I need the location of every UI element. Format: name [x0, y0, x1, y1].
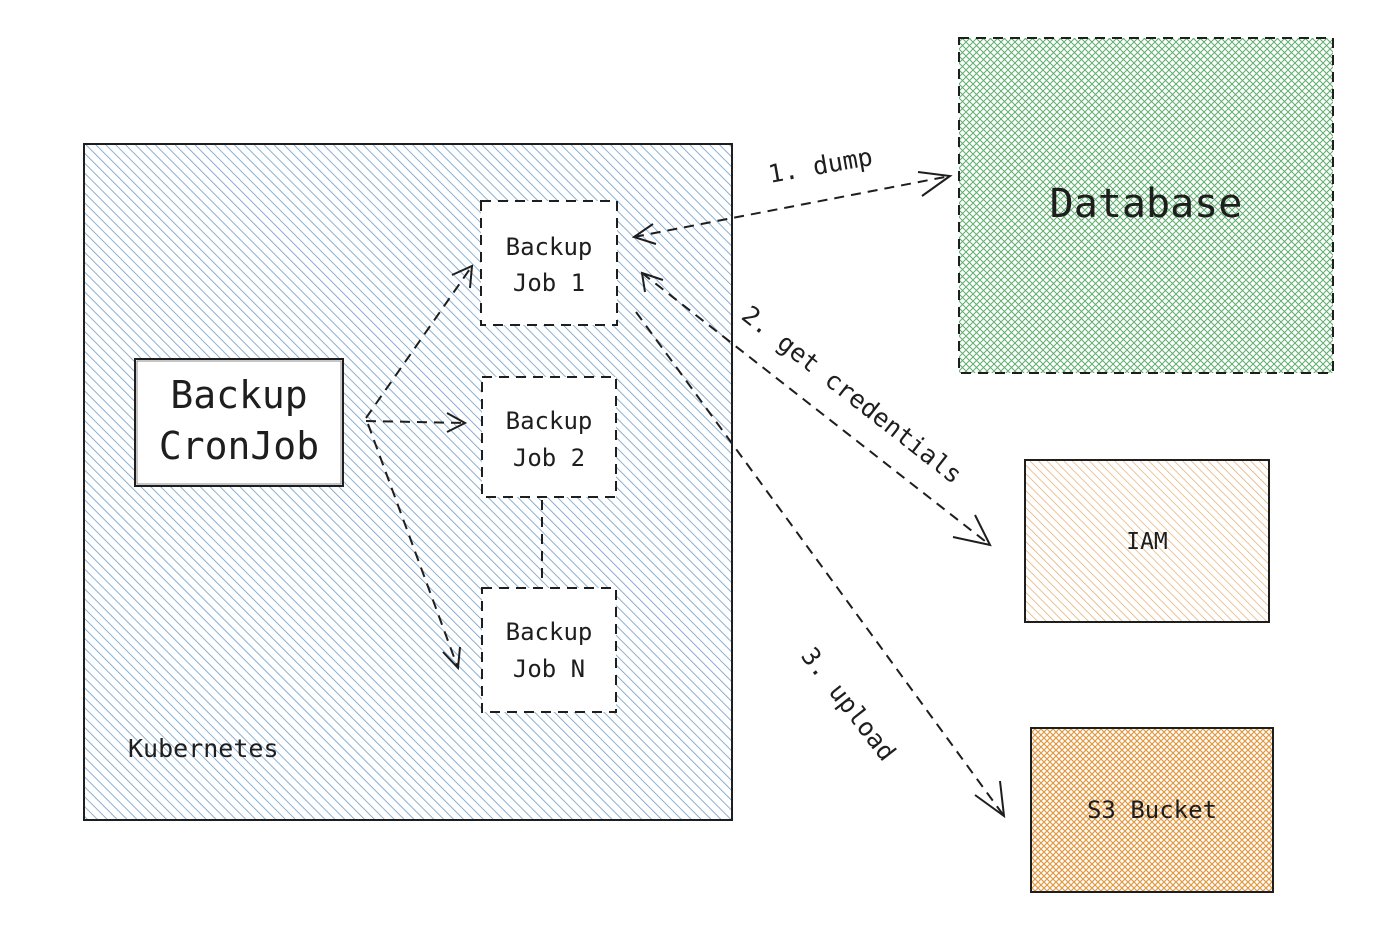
backup-job-2-node: Backup Job 2 — [481, 376, 617, 498]
job-2-label-line2: Job 2 — [513, 444, 585, 472]
backup-job-n-node: Backup Job N — [481, 587, 617, 713]
database-label: Database — [1050, 181, 1243, 227]
job-1-label-line1: Backup — [506, 233, 593, 261]
job-n-label-line1: Backup — [506, 618, 593, 646]
s3-bucket-label: S3 Bucket — [1087, 796, 1217, 824]
iam-node: IAM — [1024, 459, 1270, 623]
kubernetes-label: Kubernetes — [128, 734, 279, 763]
edge-dump-label: 1. dump — [766, 142, 875, 189]
job-1-label-line2: Job 1 — [513, 269, 585, 297]
arrow-cronjob-to-job-n — [367, 423, 459, 669]
s3-bucket-node: S3 Bucket — [1030, 727, 1274, 893]
database-node: Database — [958, 37, 1334, 374]
cronjob-label-line2: CronJob — [159, 424, 319, 468]
edge-credentials-label: 2. get credentials — [736, 300, 967, 490]
job-2-label-line1: Backup — [506, 407, 593, 435]
job-n-label-line2: Job N — [513, 655, 585, 683]
backup-job-1-node: Backup Job 1 — [480, 200, 618, 326]
cronjob-to-jobs-arrows — [365, 264, 474, 671]
cronjob-label-line1: Backup — [170, 373, 307, 417]
arrow-cronjob-to-job-1 — [365, 265, 473, 419]
backup-cronjob-node: Backup CronJob — [134, 358, 344, 487]
iam-label: IAM — [1126, 529, 1168, 555]
edge-upload-label: 3. upload — [795, 642, 901, 767]
